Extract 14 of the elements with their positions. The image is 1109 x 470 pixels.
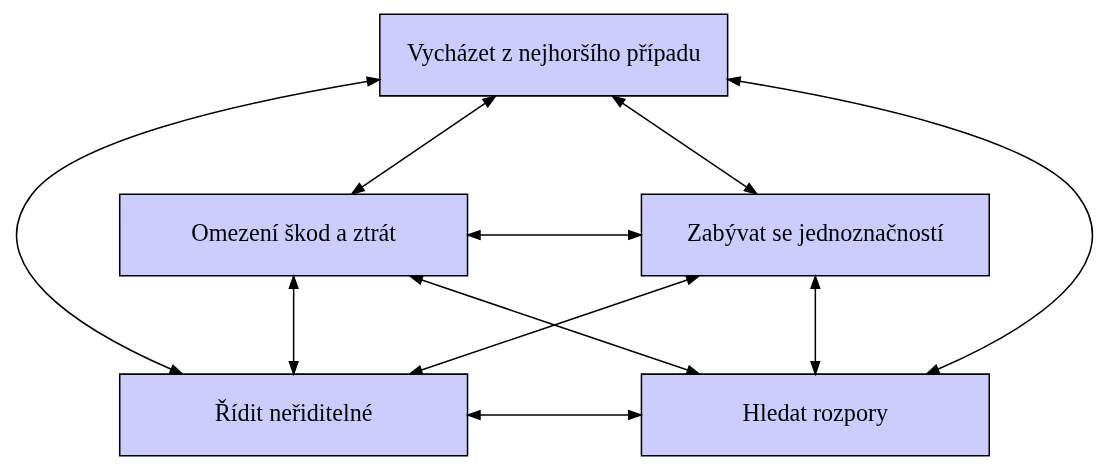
arrow <box>349 95 498 196</box>
arrow <box>810 273 821 377</box>
node-box: Zabývat se jednoznačností <box>640 193 990 277</box>
arrow <box>16 76 382 375</box>
node-box: Vycházet z nejhoršího případu <box>379 13 729 97</box>
node-box: Řídit neřiditelné <box>119 373 469 457</box>
arrow <box>725 76 1093 375</box>
arrow <box>288 273 299 377</box>
arrow <box>407 275 702 375</box>
arrow <box>465 229 644 241</box>
arrow <box>465 409 644 421</box>
node-box: Omezení škod a ztrát <box>119 193 469 277</box>
node-box: Hledat rozpory <box>640 373 990 457</box>
arrow <box>610 95 759 196</box>
